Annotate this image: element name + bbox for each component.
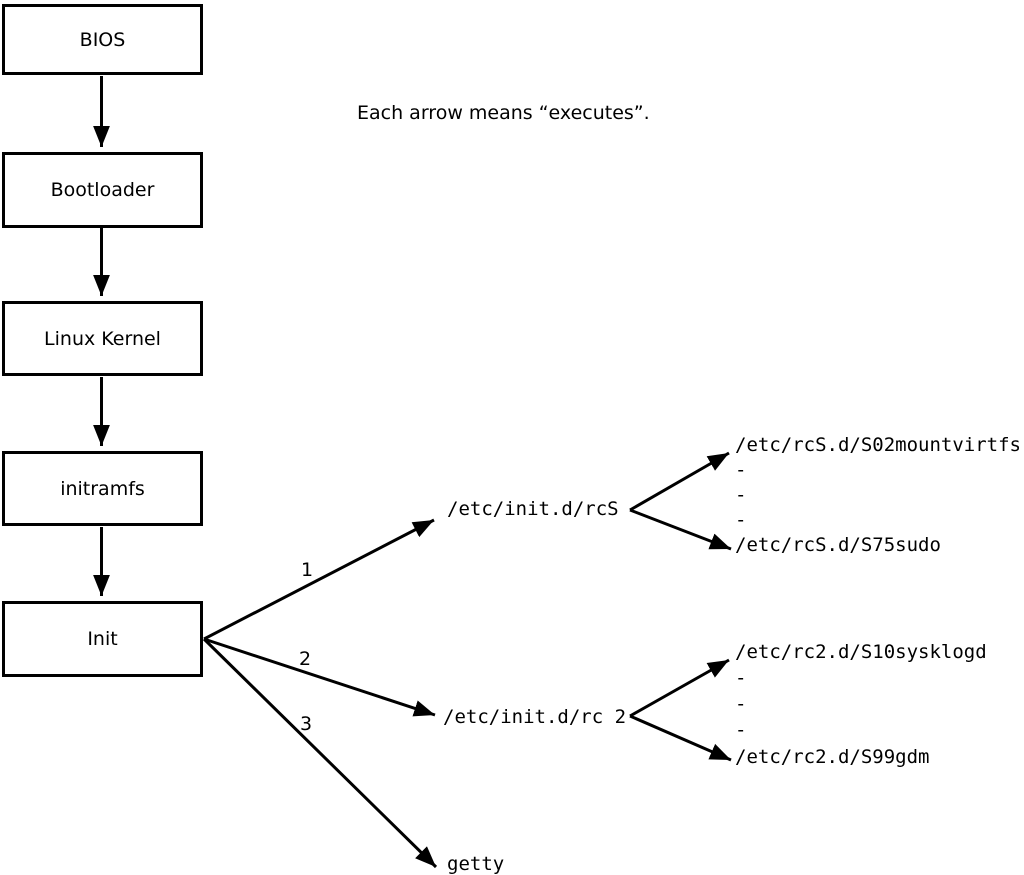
arrow-label-1: 1 bbox=[300, 559, 314, 581]
arrow-init-to-rc2 bbox=[203, 637, 436, 717]
box-bootloader-label: Bootloader bbox=[50, 179, 155, 201]
label-rcs-script: /etc/init.d/rcS bbox=[447, 498, 619, 520]
rc2-child-s10sysklogd: /etc/rc2.d/S10sysklogd bbox=[735, 641, 987, 663]
rc2-child-s99gdm: /etc/rc2.d/S99gdm bbox=[735, 746, 930, 768]
rcs-child-ellipsis: - bbox=[735, 509, 747, 531]
box-bootloader: Bootloader bbox=[2, 152, 203, 228]
rc2-child-ellipsis: - bbox=[735, 667, 747, 689]
arrow-label-2: 2 bbox=[298, 648, 312, 670]
arrow-rc2-to-s99gdm bbox=[629, 714, 732, 762]
box-initramfs: initramfs bbox=[2, 451, 203, 526]
arrow-init-to-rcs bbox=[203, 518, 435, 641]
rcs-child-s75sudo: /etc/rcS.d/S75sudo bbox=[735, 534, 941, 556]
arrow-rc2-to-s10sysklogd bbox=[629, 658, 730, 718]
label-getty: getty bbox=[447, 853, 505, 875]
rcs-child-ellipsis: - bbox=[735, 459, 747, 481]
box-bios-label: BIOS bbox=[79, 28, 126, 51]
box-linux-kernel-label: Linux Kernel bbox=[44, 327, 161, 350]
rc2-child-ellipsis: - bbox=[735, 693, 747, 715]
box-linux-kernel: Linux Kernel bbox=[2, 301, 203, 376]
box-init-label: Init bbox=[87, 628, 118, 650]
arrow-label-3: 3 bbox=[299, 713, 313, 735]
arrow-rcs-to-s02mountvirtfs bbox=[629, 451, 730, 512]
label-rc2-script: /etc/init.d/rc 2 bbox=[443, 706, 627, 728]
box-initramfs-label: initramfs bbox=[60, 477, 145, 500]
arrow-init-to-getty bbox=[202, 637, 438, 869]
rcs-child-s02mountvirtfs: /etc/rcS.d/S02mountvirtfs bbox=[735, 434, 1021, 456]
rc2-child-ellipsis: - bbox=[735, 719, 747, 741]
note-text: Each arrow means “executes”. bbox=[357, 102, 650, 124]
rcs-child-ellipsis: - bbox=[735, 484, 747, 506]
box-bios: BIOS bbox=[2, 4, 203, 75]
arrow-rcs-to-s75sudo bbox=[629, 508, 732, 551]
box-init: Init bbox=[2, 601, 203, 677]
